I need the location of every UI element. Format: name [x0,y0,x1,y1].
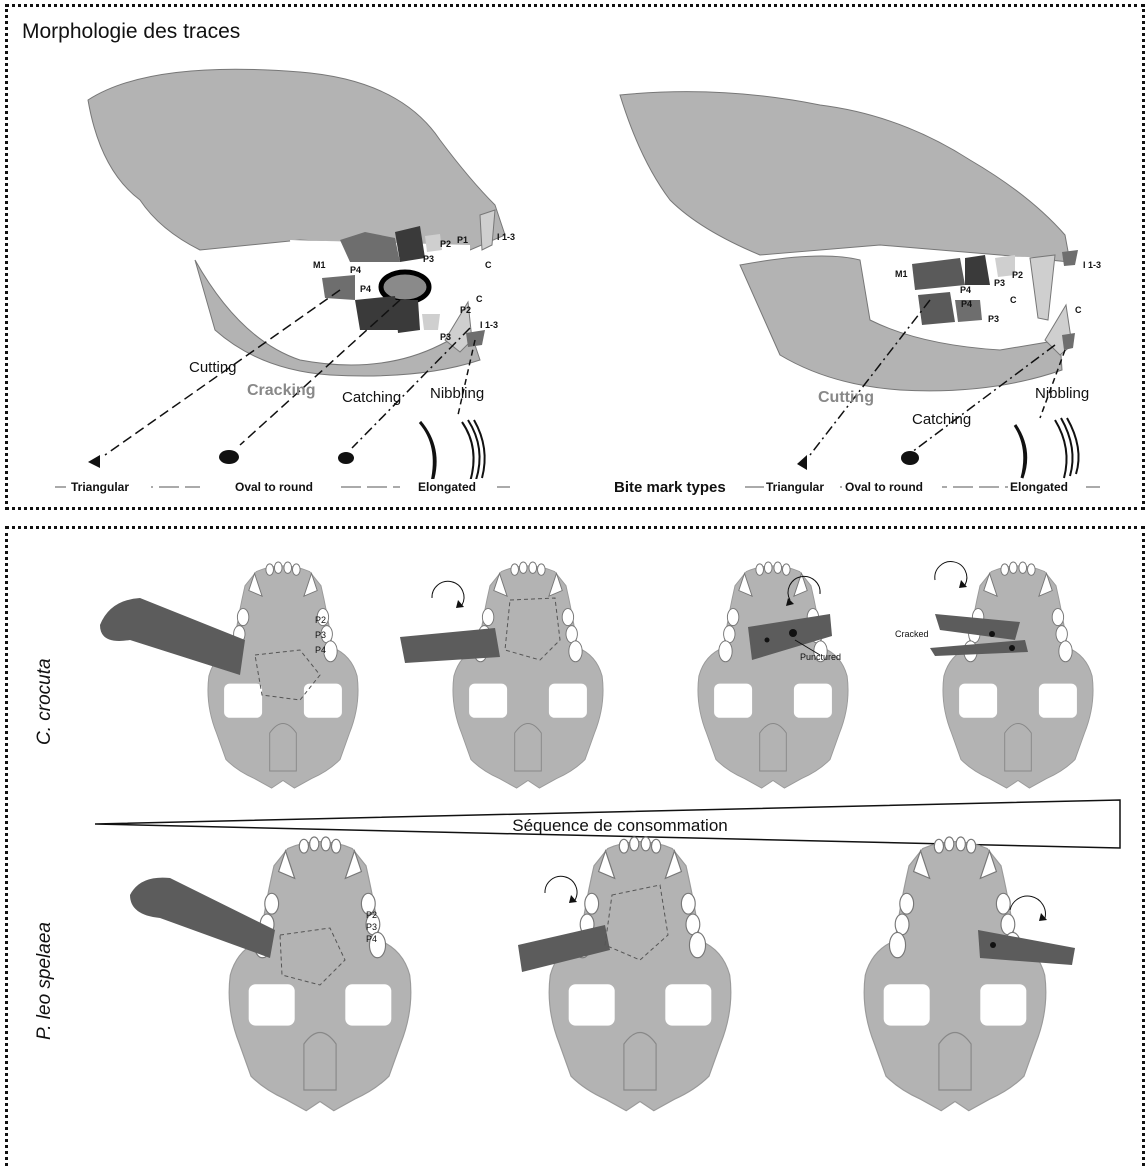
annotation-cracked: Cracked [895,629,929,639]
tooth-label: C [485,260,492,270]
mark-types-heading: Bite mark types [614,479,726,496]
tooth-label: P3 [315,630,326,640]
mark-type-label: Oval to round [235,480,313,494]
tooth-label: I 1-3 [480,320,498,330]
tooth-label: M1 [313,260,326,270]
lion-lateral-skull: M1 P4 P3 P2 I 1-3 C P4 P3 C Cutting Catc… [612,92,1101,496]
mark-type-label: Triangular [766,480,824,494]
sequence-wedge: Séquence de consommation [95,800,1120,848]
hyena-step-2 [400,562,603,788]
function-label: Nibbling [430,385,484,402]
tooth-label: I 1-3 [1083,260,1101,270]
lion-step-1: P2 P3 P4 [130,837,411,1111]
tooth-label: P4 [315,645,326,655]
hyena-step-4: Cracked [895,562,1093,789]
tooth-label: P4 [350,265,361,275]
species-label-lion: P. leo spelaea [34,922,55,1040]
tooth-label: P4 [960,285,971,295]
tooth-label: P2 [366,910,377,920]
tooth-label: P1 [457,235,468,245]
tooth-label: P3 [423,254,434,264]
lion-step-2 [518,837,731,1111]
tooth-label: C [1075,305,1082,315]
function-label: Cutting [189,359,237,376]
tooth-label: P2 [440,239,451,249]
mark-type-label: Elongated [418,480,476,494]
mark-type-label: Triangular [71,480,129,494]
function-label: Catching [912,411,971,428]
lion-step-3 [864,837,1075,1111]
sequence-label: Séquence de consommation [512,816,727,835]
tooth-label: P3 [988,314,999,324]
tooth-label: P4 [360,284,371,294]
hyena-mark-shapes [88,420,485,482]
hyena-step-1: P2 P3 P4 [100,562,358,788]
tooth-label: P3 [366,922,377,932]
tooth-label: P4 [366,934,377,944]
tooth-label: I 1-3 [497,232,515,242]
mark-type-label: Elongated [1010,480,1068,494]
tooth-label: P2 [1012,270,1023,280]
annotation-punctured: Punctured [800,652,841,662]
tooth-label: P4 [961,299,972,309]
function-label: Cutting [818,389,874,406]
tooth-label: M1 [895,269,908,279]
lion-sequence-row: P2 P3 P4 [130,837,1075,1111]
tooth-label: C [1010,295,1017,305]
tooth-label: P3 [440,332,451,342]
function-label: Catching [342,389,401,406]
hyena-lateral-skull: M1 P4 P3 P2 P1 I 1-3 C P4 P3 P2 C I 1-3 … [55,69,515,495]
tooth-label: P3 [994,278,1005,288]
function-label: Nibbling [1035,385,1089,402]
species-label-hyena: C. crocuta [34,658,55,745]
tooth-label: P2 [460,305,471,315]
tooth-label: C [476,294,483,304]
hyena-step-3: Punctured [698,562,848,788]
function-label: Cracking [247,382,315,399]
hyena-sequence-row: P2 P3 P4 Punctured Cracked [100,562,1093,789]
mark-type-label: Oval to round [845,480,923,494]
tooth-label: P2 [315,615,326,625]
